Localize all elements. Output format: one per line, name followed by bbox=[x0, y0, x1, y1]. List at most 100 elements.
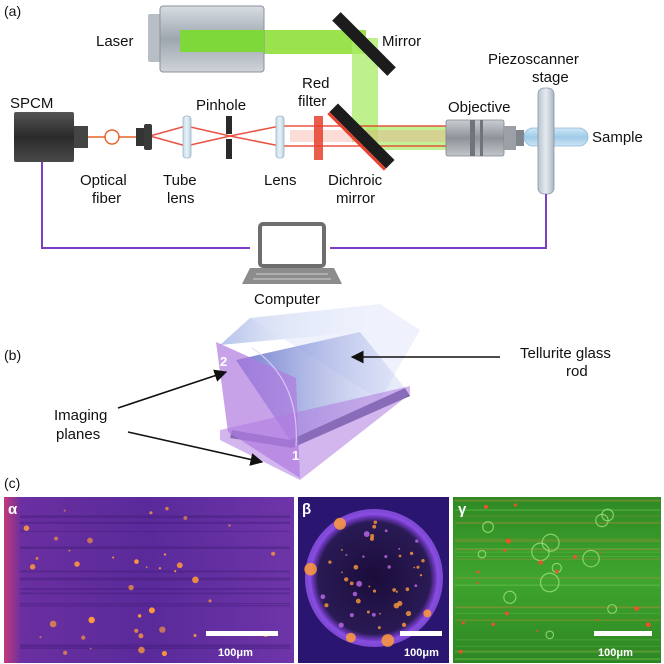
pinhole-label: Pinhole bbox=[196, 97, 246, 114]
texture-spot bbox=[320, 594, 326, 600]
texture-spot bbox=[369, 536, 374, 541]
texture-spot bbox=[134, 559, 139, 564]
texture-spot bbox=[372, 589, 377, 593]
texture-spot bbox=[338, 622, 344, 628]
piezo-label-1: Piezoscanner bbox=[488, 51, 579, 68]
texture-spot bbox=[555, 569, 559, 574]
plane-2-label: 2 bbox=[220, 354, 227, 369]
texture-bubble bbox=[601, 508, 615, 522]
texture-spot bbox=[398, 547, 401, 550]
texture-spot bbox=[149, 511, 153, 515]
texture-spot bbox=[384, 554, 388, 559]
texture-spot bbox=[356, 580, 363, 587]
texture-spot bbox=[392, 588, 397, 592]
lens-label: Lens bbox=[264, 172, 297, 189]
mirror bbox=[332, 12, 396, 76]
texture-bubble bbox=[582, 549, 600, 568]
texture-spot bbox=[23, 525, 30, 531]
texture-spot bbox=[138, 646, 145, 654]
gamma-symbol: γ bbox=[458, 501, 467, 518]
texture-spot bbox=[634, 606, 640, 611]
laser-label: Laser bbox=[96, 33, 134, 50]
texture-spot bbox=[39, 636, 42, 639]
texture-spot bbox=[63, 509, 66, 512]
texture-spot bbox=[304, 562, 317, 576]
texture-spot bbox=[349, 581, 354, 586]
texture-spot bbox=[328, 560, 332, 564]
tube-lens bbox=[182, 115, 192, 159]
texture-spot bbox=[371, 612, 376, 617]
texture-spot bbox=[49, 620, 57, 628]
texture-spot bbox=[458, 649, 463, 654]
plane-1-label: 1 bbox=[292, 448, 299, 463]
texture-spot bbox=[538, 560, 543, 565]
texture-spot bbox=[505, 538, 511, 544]
control-cable bbox=[41, 162, 547, 249]
texture-spot bbox=[145, 566, 148, 569]
texture-spot bbox=[483, 504, 489, 510]
texture-spot bbox=[370, 533, 375, 538]
texture-bubble bbox=[607, 603, 618, 614]
alpha-scale-label: 100μm bbox=[218, 647, 253, 659]
texture-spot bbox=[53, 536, 59, 541]
texture-bubble bbox=[539, 572, 560, 593]
texture-spot bbox=[368, 585, 371, 588]
texture-spot bbox=[344, 577, 349, 582]
computer-label: Computer bbox=[254, 291, 320, 308]
texture-spot bbox=[158, 567, 162, 570]
texture-spot bbox=[414, 584, 418, 588]
red-filter bbox=[314, 116, 323, 160]
texture-spot bbox=[134, 628, 139, 633]
imaging-label-1: Imaging bbox=[54, 407, 107, 424]
texture-spot bbox=[87, 537, 93, 544]
red-filter-label-2: filter bbox=[298, 93, 326, 110]
piezo-label-2: stage bbox=[532, 69, 569, 86]
texture-spot bbox=[341, 571, 343, 574]
texture-spot bbox=[476, 581, 479, 585]
texture-spot bbox=[208, 599, 212, 603]
sample-label: Sample bbox=[592, 129, 643, 146]
gamma-scale-label: 100μm bbox=[598, 647, 633, 659]
texture-spot bbox=[379, 612, 381, 615]
texture-spot bbox=[345, 632, 356, 643]
texture-spot bbox=[413, 566, 416, 569]
texture-bubble bbox=[477, 549, 487, 559]
objective bbox=[445, 119, 524, 157]
computer-icon bbox=[242, 222, 342, 284]
texture-spot bbox=[138, 633, 144, 639]
texture-spot bbox=[491, 622, 495, 627]
tube-lens-label-1: Tube bbox=[163, 172, 197, 189]
texture-spot bbox=[159, 626, 166, 633]
image-alpha bbox=[4, 497, 294, 663]
texture-spot bbox=[148, 607, 155, 614]
texture-spot bbox=[504, 611, 509, 616]
texture-spot bbox=[384, 529, 388, 533]
red-filter-label-1: Red bbox=[302, 75, 330, 92]
dichroic-label-2: mirror bbox=[336, 190, 375, 207]
dichroic-label-1: Dichroic bbox=[328, 172, 383, 189]
texture-spot bbox=[536, 630, 539, 633]
tube-lens-label-2: lens bbox=[167, 190, 195, 207]
texture-spot bbox=[192, 576, 199, 584]
spcm-detector bbox=[14, 112, 88, 162]
texture-bubble bbox=[545, 630, 555, 640]
texture-spot bbox=[600, 552, 603, 554]
spcm-label: SPCM bbox=[10, 95, 53, 112]
texture-spot bbox=[89, 647, 92, 650]
texture-spot bbox=[573, 554, 578, 559]
texture-spot bbox=[409, 551, 414, 556]
texture-spot bbox=[395, 590, 398, 593]
texture-spot bbox=[372, 524, 377, 529]
texture-bubble bbox=[541, 533, 560, 552]
texture-bubble bbox=[482, 521, 494, 533]
texture-spot bbox=[405, 587, 410, 592]
texture-spot bbox=[81, 635, 86, 640]
texture-spot bbox=[63, 650, 68, 655]
texture-spot bbox=[401, 622, 407, 628]
texture-spot bbox=[355, 598, 361, 604]
texture-spot bbox=[228, 524, 231, 527]
sample bbox=[523, 127, 589, 147]
texture-spot bbox=[377, 626, 381, 630]
imaging-plane-2 bbox=[216, 342, 300, 478]
texture-spot bbox=[387, 565, 391, 569]
